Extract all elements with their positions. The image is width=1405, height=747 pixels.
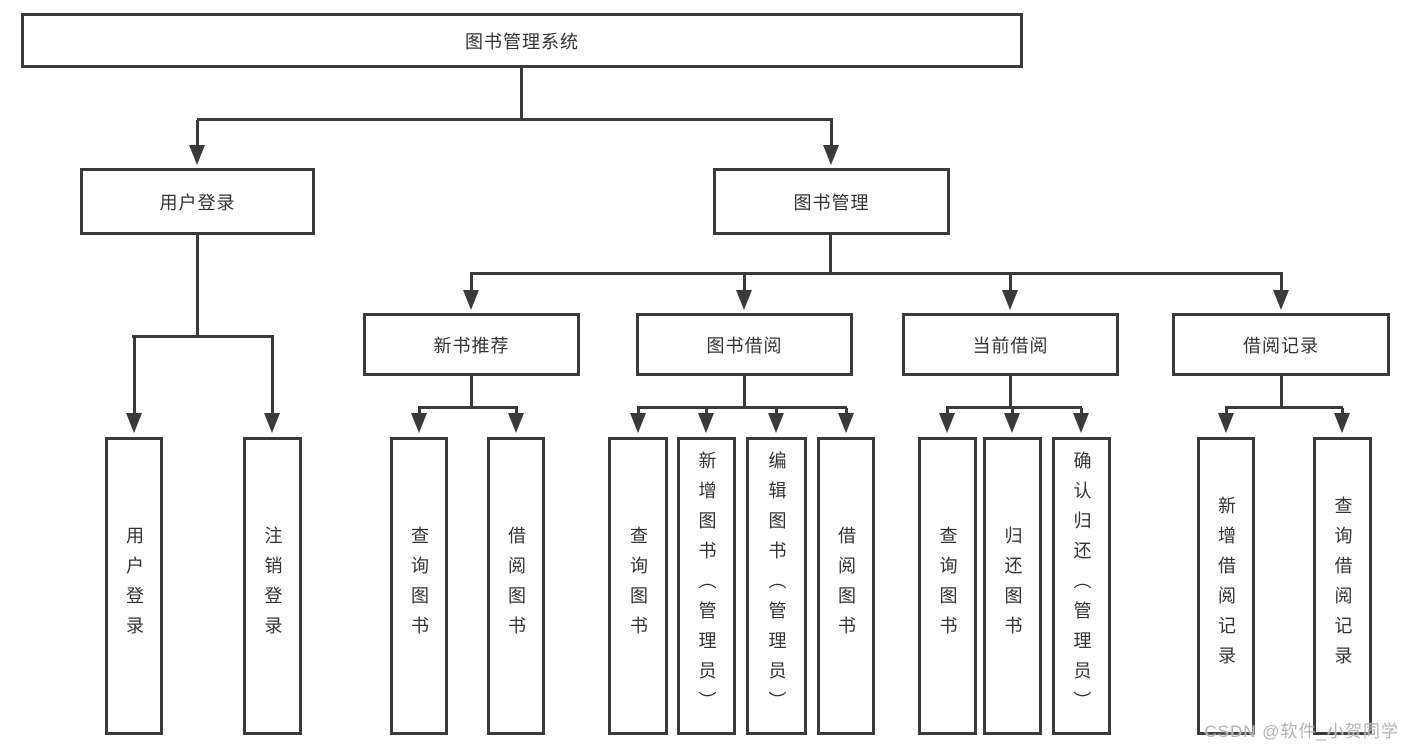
leaf-borrow-books: 借阅图书 [817, 437, 875, 735]
connector-line [743, 274, 746, 292]
leaf-return-book: 归还图书 [983, 437, 1042, 735]
connector-line [743, 376, 746, 407]
node-borrow-records-label: 借阅记录 [1243, 335, 1319, 356]
connector-line [197, 118, 833, 121]
node-book-management-label: 图书管理 [793, 192, 870, 213]
arrow-down-icon [264, 413, 280, 433]
connector-line [133, 337, 136, 415]
arrow-down-icon [1334, 413, 1350, 433]
node-user-login: 用户登录 [80, 168, 315, 235]
connector-line [1225, 406, 1343, 409]
node-new-book-recommend-label: 新书推荐 [433, 335, 510, 356]
connector-line [1009, 376, 1012, 407]
connector-line [1280, 376, 1283, 407]
leaf-borrow-books-recommend: 借阅图书 [487, 437, 545, 735]
connector-line [470, 272, 1283, 275]
leaf-borrow-books-recommend-label: 借阅图书 [506, 526, 526, 646]
arrow-down-icon [1073, 413, 1089, 433]
node-borrow-records: 借阅记录 [1172, 313, 1390, 376]
leaf-return-book-label: 归还图书 [1002, 526, 1023, 646]
connector-line [946, 406, 1082, 409]
node-book-borrowing-label: 图书借阅 [706, 335, 783, 356]
leaf-user-login-label: 用户登录 [124, 526, 144, 646]
node-library-system: 图书管理系统 [21, 13, 1023, 68]
leaf-add-borrow-record-label: 新增借阅记录 [1216, 496, 1236, 676]
node-current-borrowing-label: 当前借阅 [972, 335, 1049, 356]
arrow-down-icon [1218, 413, 1234, 433]
leaf-edit-book-admin-label: 编辑图书（管理员） [766, 451, 787, 721]
node-new-book-recommend: 新书推荐 [363, 313, 580, 376]
arrow-down-icon [768, 413, 784, 433]
connector-line [271, 337, 274, 415]
arrow-down-icon [411, 413, 427, 433]
arrow-down-icon [189, 145, 205, 165]
arrow-down-icon [838, 413, 854, 433]
arrow-down-icon [823, 145, 839, 165]
leaf-edit-book-admin: 编辑图书（管理员） [746, 437, 807, 735]
arrow-down-icon [1273, 290, 1289, 310]
arrow-down-icon [698, 413, 714, 433]
connector-line [132, 335, 274, 338]
node-book-borrowing: 图书借阅 [636, 313, 853, 376]
arrow-down-icon [630, 413, 646, 433]
connector-line [418, 406, 518, 409]
leaf-query-books-recommend-label: 查询图书 [409, 526, 429, 646]
arrow-down-icon [736, 290, 752, 310]
node-book-management: 图书管理 [713, 168, 950, 235]
leaf-query-borrow-record: 查询借阅记录 [1313, 437, 1372, 735]
leaf-query-books-current: 查询图书 [918, 437, 977, 735]
arrow-down-icon [463, 290, 479, 310]
node-library-system-label: 图书管理系统 [465, 31, 579, 52]
csdn-watermark: CSDN @软件_小贺同学 [1204, 722, 1399, 741]
leaf-add-borrow-record: 新增借阅记录 [1197, 437, 1255, 735]
connector-line [829, 235, 832, 274]
arrow-down-icon [1002, 290, 1018, 310]
leaf-confirm-return-admin-label: 确认归还（管理员） [1071, 451, 1092, 721]
connector-line [470, 376, 473, 407]
connector-line [196, 120, 199, 148]
arrow-down-icon [1004, 413, 1020, 433]
connector-line [830, 120, 833, 148]
leaf-query-books-borrowing: 查询图书 [608, 437, 668, 735]
leaf-query-books-recommend: 查询图书 [390, 437, 448, 735]
connector-line [1009, 274, 1012, 292]
leaf-add-book-admin: 新增图书（管理员） [677, 437, 736, 735]
connector-line [520, 68, 523, 120]
arrow-down-icon [126, 413, 142, 433]
leaf-borrow-books-label: 借阅图书 [836, 526, 856, 646]
leaf-logout-login: 注销登录 [243, 437, 302, 735]
leaf-query-borrow-record-label: 查询借阅记录 [1332, 496, 1353, 676]
leaf-query-books-current-label: 查询图书 [937, 526, 958, 646]
leaf-add-book-admin-label: 新增图书（管理员） [696, 451, 717, 721]
leaf-query-books-borrowing-label: 查询图书 [628, 526, 648, 646]
node-current-borrowing: 当前借阅 [902, 313, 1119, 376]
connector-line [196, 235, 199, 335]
leaf-confirm-return-admin: 确认归还（管理员） [1052, 437, 1111, 735]
arrow-down-icon [939, 413, 955, 433]
connector-line [470, 274, 473, 292]
arrow-down-icon [508, 413, 524, 433]
connector-line [1280, 274, 1283, 292]
leaf-logout-login-label: 注销登录 [262, 526, 283, 646]
leaf-user-login: 用户登录 [105, 437, 163, 735]
node-user-login-label: 用户登录 [159, 192, 236, 213]
connector-line [637, 406, 847, 409]
